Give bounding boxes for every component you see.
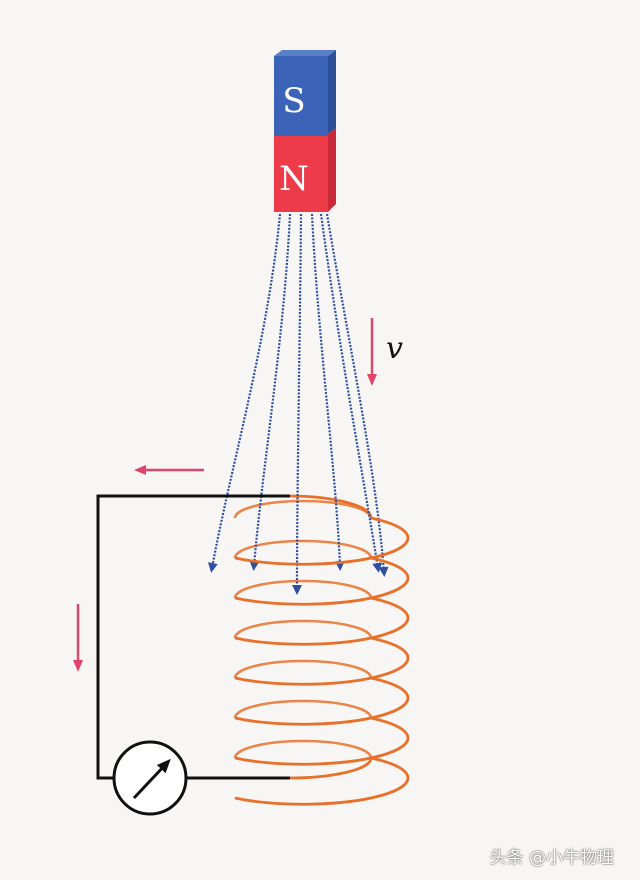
watermark: 头条 @小牛物理 [489, 848, 614, 868]
magnet-north-pole [274, 136, 328, 212]
coil-turn-back [233, 659, 373, 679]
coil-turn-front [234, 596, 410, 646]
coil-bottom-lead [289, 757, 373, 780]
magnetic-field-lines [207, 213, 389, 595]
coil-turn-back [233, 619, 373, 639]
galvanometer-needle [132, 758, 171, 800]
magnet-south-side [328, 50, 336, 134]
coil-turn-back [233, 499, 373, 519]
coil-turn-back [233, 739, 373, 759]
coil-front-strands [234, 516, 410, 806]
bar-magnet: S N [274, 50, 336, 212]
north-pole-label: N [279, 159, 309, 199]
field-line [325, 213, 389, 577]
field-line [207, 213, 282, 573]
coil-turn-front [234, 756, 410, 806]
coil-turn-front [234, 556, 410, 606]
field-line [310, 213, 345, 571]
coil-turn-back [233, 579, 373, 599]
coil-back-strands [233, 494, 373, 759]
coil-turn-front [234, 716, 410, 766]
magnet-top [274, 50, 336, 56]
field-line [319, 213, 383, 573]
wire-top [96, 494, 290, 780]
south-pole-label: S [282, 81, 305, 121]
coil-turn-back [233, 539, 373, 559]
field-line [292, 213, 303, 595]
coil-turn-front [234, 676, 410, 726]
galvanometer-body [112, 740, 188, 816]
coil-turn-front [234, 636, 410, 686]
coil-turn-front [234, 516, 410, 566]
galvanometer-icon [112, 740, 188, 816]
magnet-south-pole [274, 56, 328, 136]
magnet-north-side [328, 128, 336, 212]
circuit-wire [96, 494, 290, 780]
velocity-label: v [386, 331, 403, 366]
coil-top-lead [289, 494, 373, 519]
field-line [249, 213, 292, 571]
coil-turn-back [233, 699, 373, 719]
